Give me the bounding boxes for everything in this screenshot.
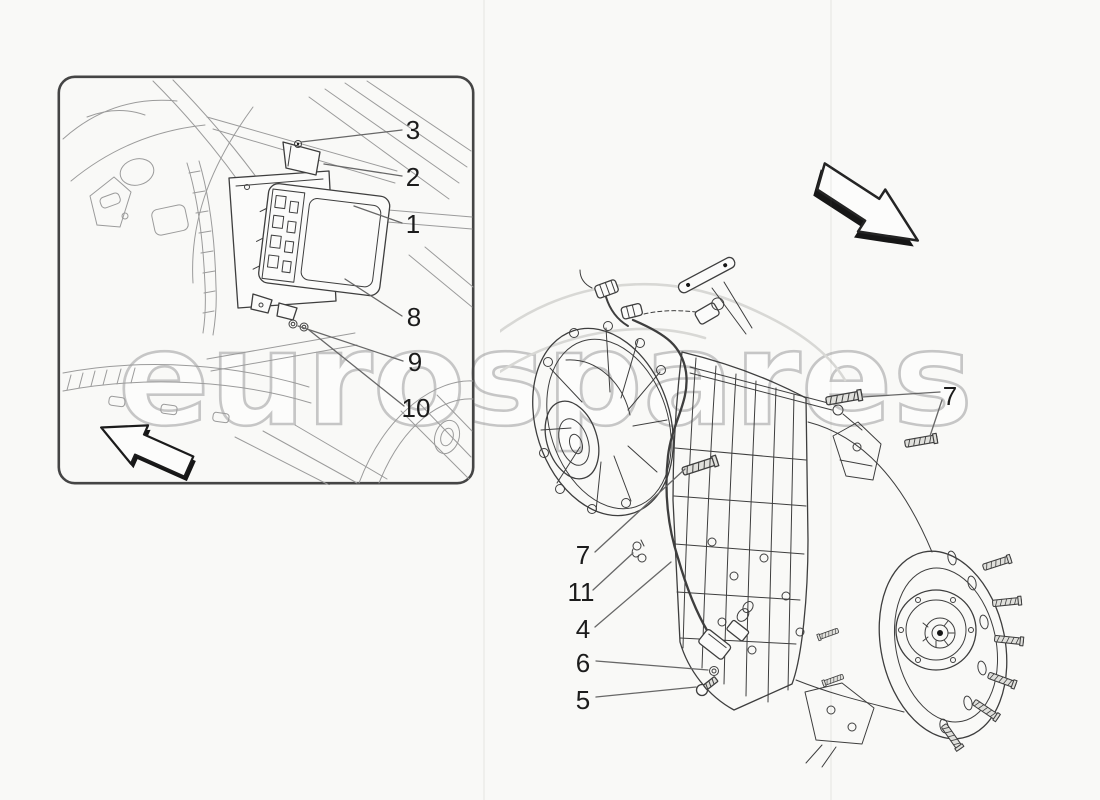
callout-7-right: 7 [942, 381, 958, 411]
bell-housing [532, 321, 674, 517]
callout-2: 2 [405, 162, 421, 192]
inset-leader-lines [297, 129, 405, 407]
connector-plug [620, 303, 643, 320]
connector-plug [694, 297, 725, 325]
ecu-location-inset [57, 75, 475, 485]
gearbox-leader-lines [592, 391, 943, 698]
bell-opening [544, 400, 600, 480]
gearbox-diagram [500, 256, 1025, 768]
rear-output-flange [878, 550, 1008, 740]
callout-10: 10 [401, 393, 431, 423]
selector-rod [689, 366, 833, 411]
ecu-module [252, 183, 391, 297]
callout-4: 4 [575, 614, 591, 644]
cable-clip [631, 539, 647, 563]
sensor-cable [631, 318, 710, 634]
stud-bolt [680, 454, 720, 478]
connector-plug [594, 279, 619, 299]
callout-8: 8 [406, 302, 422, 332]
sensor-screw [695, 676, 719, 697]
sensor-washer [709, 666, 719, 676]
callout-3: 3 [405, 115, 421, 145]
lower-bracket [804, 682, 875, 745]
scan-fold-line [483, 0, 485, 800]
callout-7-left: 7 [575, 540, 591, 570]
harness-bracket [677, 256, 736, 294]
callout-6: 6 [575, 648, 591, 678]
view-arrow-up-left-icon [100, 424, 196, 482]
stud-bolt [903, 432, 939, 450]
view-arrow-down-right-icon [813, 162, 920, 247]
scan-fold-line [830, 0, 832, 800]
callout-5: 5 [575, 685, 591, 715]
inset-border [57, 75, 475, 485]
case-bolts [707, 537, 805, 655]
ecu-bracket [282, 141, 321, 176]
rear-flange-studs [816, 553, 1025, 752]
clutch-face [895, 589, 977, 671]
bell-housing-bolts [539, 321, 666, 514]
sensor-harness [579, 256, 753, 634]
speed-sensor [698, 601, 754, 660]
body-silhouette-sketch [500, 282, 847, 382]
callout-11: 11 [567, 577, 595, 607]
ecu-assembly [228, 140, 391, 332]
callout-9: 9 [407, 347, 423, 377]
washer [288, 319, 298, 329]
gear-case [672, 351, 933, 768]
bracket-screw [294, 140, 302, 148]
mount-bracket [832, 421, 882, 481]
callout-1: 1 [405, 209, 421, 239]
watermark-text: eurospares [118, 303, 973, 455]
